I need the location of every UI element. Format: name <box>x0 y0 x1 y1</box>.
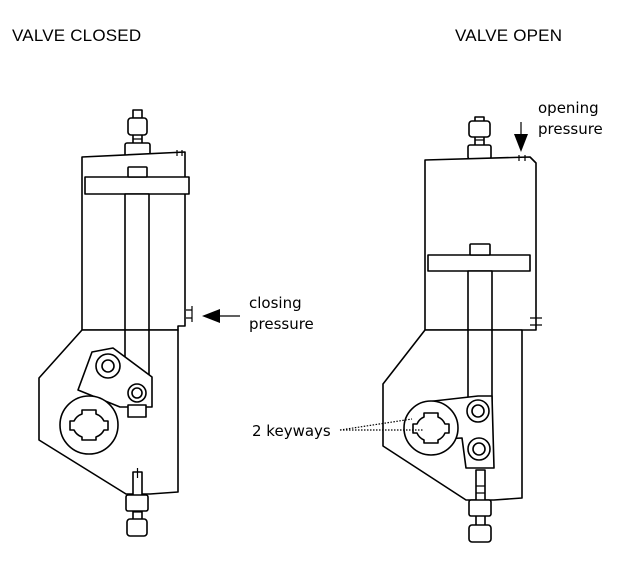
valve-closed-title: VALVE CLOSED <box>12 26 142 45</box>
opening-pressure-label: opening pressure <box>538 98 603 140</box>
open-shaft-keyways <box>412 412 450 444</box>
closed-top-port <box>176 150 183 156</box>
valve-open-title: VALVE OPEN <box>455 26 563 45</box>
open-side-port <box>530 317 542 326</box>
closed-piston <box>84 176 190 195</box>
closed-top-bolt <box>124 109 151 160</box>
closed-side-port <box>186 306 193 322</box>
opening-pressure-line-1: opening <box>538 99 599 117</box>
keyways-leader-lines <box>339 418 423 431</box>
keyways-label: 2 keyways <box>252 422 331 440</box>
closing-pressure-line-2: pressure <box>249 315 314 333</box>
closing-pressure-label: closing pressure <box>249 293 314 335</box>
open-top-bolt <box>467 116 492 160</box>
opening-pressure-line-2: pressure <box>538 120 603 138</box>
valve-open-assembly <box>382 116 542 543</box>
open-piston <box>427 254 531 272</box>
open-top-port <box>518 155 526 161</box>
open-bottom-bolt <box>468 469 492 543</box>
closed-shaft-keyways <box>69 409 109 441</box>
closing-pressure-line-1: closing <box>249 294 302 312</box>
closed-bottom-bolt <box>125 468 149 537</box>
opening-pressure-arrow <box>514 122 528 152</box>
closing-pressure-arrow <box>202 309 240 323</box>
valve-closed-assembly <box>38 109 240 537</box>
